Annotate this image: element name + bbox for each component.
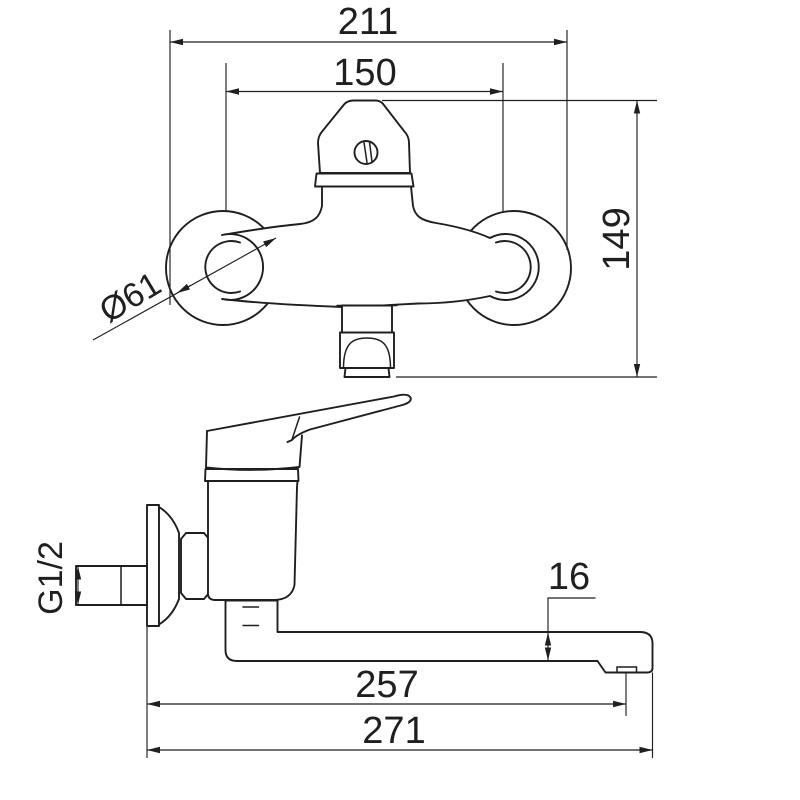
dim-label-inlet-thread: G1/2 bbox=[32, 541, 70, 615]
mounting-nut bbox=[180, 532, 210, 600]
dim-spout-reach: 257 bbox=[147, 664, 627, 716]
dim-overall-height: 149 bbox=[382, 99, 657, 378]
dim-inlet-thread: G1/2 bbox=[32, 541, 82, 615]
dim-label-hole-centers: 150 bbox=[333, 52, 396, 94]
outlet-foot bbox=[343, 367, 391, 378]
mixer-body-side bbox=[207, 480, 299, 601]
handle-base bbox=[205, 430, 303, 471]
dim-spout-height: 16 bbox=[544, 556, 596, 661]
aerator bbox=[616, 666, 638, 674]
cap-collar bbox=[314, 172, 415, 188]
lever-root-line bbox=[291, 416, 301, 441]
handle-lever bbox=[206, 393, 412, 443]
screw-slot bbox=[363, 141, 373, 164]
mixer-body-outline bbox=[221, 185, 540, 308]
dim-label-spout-reach: 257 bbox=[355, 664, 418, 706]
dim-hole-centers: 150 bbox=[225, 52, 504, 212]
wall-flange bbox=[146, 504, 160, 627]
dim-label-escutcheon-diameter: Ø61 bbox=[93, 265, 168, 331]
inlet-pipe bbox=[75, 565, 148, 606]
dim-label-overall-width: 211 bbox=[338, 1, 399, 43]
dim-overall-width: 211 bbox=[169, 1, 568, 305]
dim-overall-depth: 271 bbox=[146, 626, 654, 758]
side-view: G1/2 16 257 271 bbox=[32, 393, 654, 758]
union-nut-arc-right bbox=[495, 240, 532, 294]
handle bbox=[205, 393, 412, 471]
cartridge-cap bbox=[317, 99, 411, 174]
dim-label-overall-depth: 271 bbox=[362, 710, 425, 752]
shower-outlet-connector bbox=[336, 304, 398, 378]
outlet-block-lines bbox=[242, 606, 260, 627]
dim-escutcheon-diameter: Ø61 bbox=[92, 237, 277, 341]
dim-label-overall-height: 149 bbox=[596, 207, 638, 270]
escutcheon-cone bbox=[158, 506, 180, 626]
spout bbox=[224, 599, 654, 674]
union-nut-arc-left bbox=[204, 240, 241, 294]
dim-label-spout-height: 16 bbox=[548, 556, 590, 598]
front-view: 211 150 149 Ø61 bbox=[92, 1, 657, 378]
